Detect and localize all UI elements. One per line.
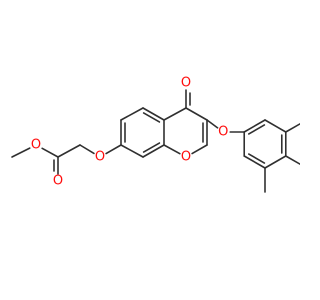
atom-label-o_eth: O (218, 125, 228, 140)
bond (105, 144, 122, 155)
atom-label-layer: OOOOOOCl (31, 76, 228, 189)
atom-label-o_me: O (31, 138, 41, 153)
bond (11, 147, 31, 158)
bond (142, 144, 165, 158)
double-bond-line (248, 124, 266, 135)
double-bond-line (248, 153, 266, 164)
atom-label-o7: O (95, 150, 105, 165)
bond (206, 119, 219, 129)
bond (120, 144, 144, 158)
atom-label-o4: O (181, 76, 191, 91)
bond (243, 119, 266, 133)
bond (284, 122, 300, 133)
bond (120, 107, 144, 121)
atom-label-o1: O (181, 150, 191, 165)
bond (142, 107, 165, 121)
structure-canvas: OOOOOOCl (11, 75, 300, 193)
bond (243, 155, 266, 169)
atom-label-o_dbl: O (53, 174, 63, 189)
bond (264, 119, 287, 133)
bond (185, 107, 208, 121)
bond (41, 147, 59, 158)
bond-layer (11, 89, 300, 193)
double-bond-line (142, 112, 161, 123)
molecule-structure: OOOOOOCl (11, 76, 300, 193)
double-bond-line (142, 142, 161, 153)
bond (163, 144, 181, 155)
bond (163, 107, 187, 121)
bond (57, 144, 81, 158)
bond (191, 144, 208, 155)
bond (264, 155, 287, 169)
bond (79, 144, 95, 155)
bond (284, 155, 300, 166)
